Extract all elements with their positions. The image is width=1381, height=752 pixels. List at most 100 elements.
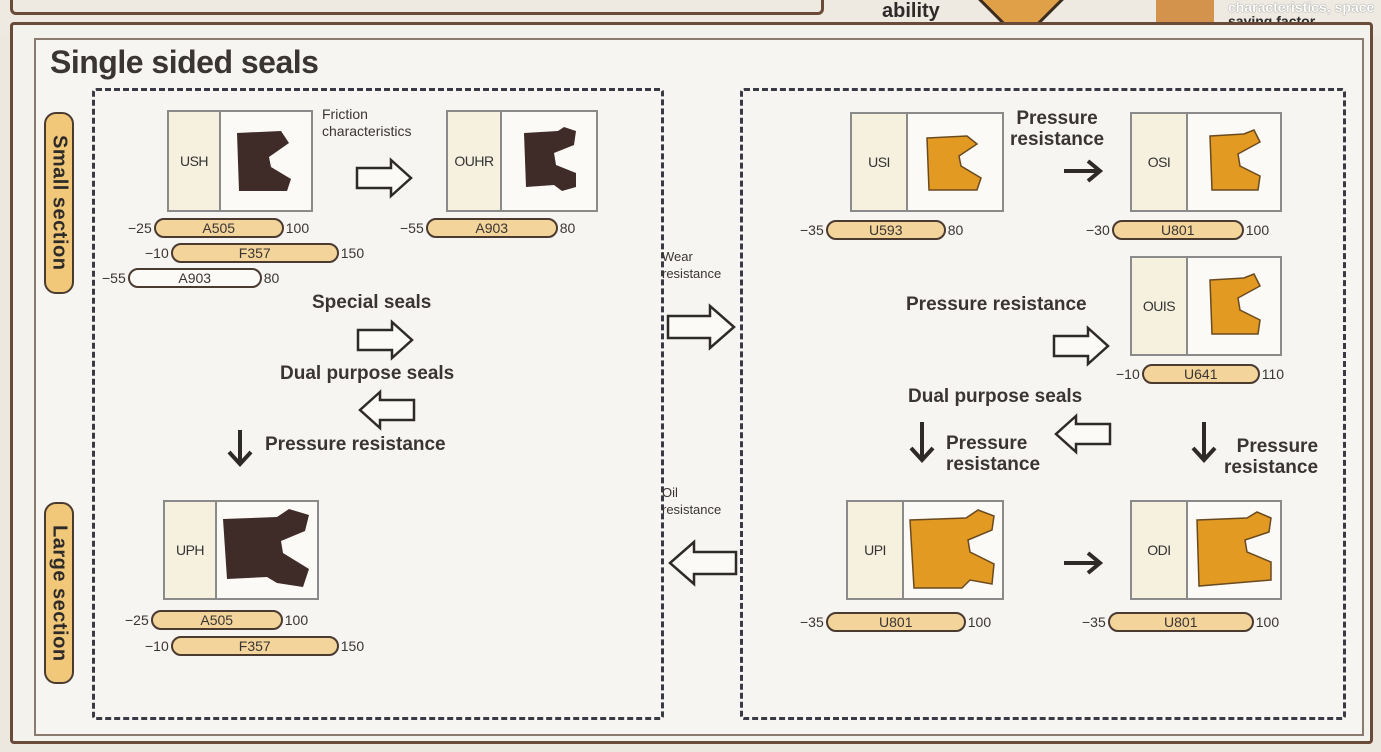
hollow-left-arrow-icon (1054, 413, 1112, 455)
temp-min: −25 (128, 220, 152, 236)
seal-code: OUHR (448, 112, 502, 210)
small-section-label: Small section (48, 135, 71, 271)
hollow-left-arrow-icon (668, 539, 738, 587)
seal-profile-icon (904, 502, 1002, 598)
pressure-resistance-label: Pressure resistance (265, 434, 446, 455)
pressure-resistance-label: Pressure resistance (906, 294, 1087, 315)
temp-min: −35 (800, 614, 824, 630)
material-pill: U593 (825, 220, 946, 240)
seal-code: USI (852, 114, 908, 210)
material-row: −25 A505 100 (125, 610, 308, 630)
pressure-resistance-label: Pressure resistance (1224, 436, 1319, 478)
seal-profile-icon (502, 112, 596, 210)
seal-card-usi: USI (850, 112, 1004, 212)
seal-card-odi: ODI (1130, 500, 1282, 600)
material-row: −55 A903 80 (400, 218, 575, 238)
temp-max: 80 (559, 220, 576, 236)
material-row: −30 U801 100 (1086, 220, 1269, 240)
temp-max: 100 (284, 612, 309, 628)
material-row: −35 U593 80 (800, 220, 963, 240)
pressure-resistance-label: Pressure resistance (946, 433, 1041, 475)
hollow-right-arrow-icon (356, 319, 414, 361)
seal-code: OUIS (1132, 258, 1188, 354)
right-arrow-icon (1064, 159, 1104, 183)
material-row: −10 F357 150 (145, 636, 364, 656)
seal-card-ouhr: OUHR (446, 110, 598, 212)
top-frame-fragment (10, 0, 824, 15)
temp-max: 80 (263, 270, 280, 286)
temp-min: −55 (102, 270, 126, 286)
hollow-left-arrow-icon (358, 389, 416, 431)
material-pill: F357 (170, 243, 339, 263)
seal-profile-icon (1188, 258, 1280, 354)
large-section-tab: Large section (44, 502, 74, 684)
dual-purpose-label: Dual purpose seals (280, 363, 455, 384)
material-pill: U801 (825, 612, 966, 632)
temp-min: −35 (1082, 614, 1106, 630)
special-seals-label: Special seals (312, 292, 432, 313)
pressure-resistance-label: Pressure resistance (1010, 108, 1105, 150)
seal-code: UPI (848, 502, 904, 598)
seal-card-uph: UPH (163, 500, 319, 600)
material-row: −10 F357 150 (145, 243, 364, 263)
material-pill: U641 (1141, 364, 1260, 384)
temp-max: 80 (947, 222, 964, 238)
temp-min: −35 (800, 222, 824, 238)
seal-profile-icon (1188, 114, 1280, 210)
temp-max: 100 (1255, 614, 1280, 630)
seal-code: USH (169, 112, 221, 210)
right-panel (740, 88, 1346, 720)
material-pill: A505 (150, 610, 283, 630)
temp-max: 100 (967, 614, 992, 630)
down-arrow-icon (909, 422, 935, 463)
large-section-label: Large section (48, 524, 71, 662)
temp-max: 150 (340, 245, 365, 261)
legend-line-1: characteristics, space (1228, 0, 1375, 15)
ability-label: ability (882, 0, 940, 22)
material-row: −35 U801 100 (1082, 612, 1279, 632)
material-row: −10 U641 110 (1116, 364, 1284, 384)
seal-profile-icon (1188, 502, 1280, 598)
material-pill: A903 (127, 268, 262, 288)
temp-min: −55 (400, 220, 424, 236)
oil-resistance-label: Oil resistance (662, 485, 722, 517)
temp-max: 100 (285, 220, 310, 236)
wear-resistance-label: Wear resistance (662, 249, 722, 281)
seal-code: OSI (1132, 114, 1188, 210)
material-pill: F357 (170, 636, 339, 656)
seal-card-ouis: OUIS (1130, 256, 1282, 356)
hollow-right-arrow-icon (355, 157, 413, 199)
dual-purpose-label: Dual purpose seals (908, 386, 1083, 407)
right-arrow-icon (1064, 551, 1104, 575)
temp-min: −30 (1086, 222, 1110, 238)
down-arrow-icon (227, 430, 253, 467)
temp-max: 100 (1245, 222, 1270, 238)
temp-min: −25 (125, 612, 149, 628)
seal-profile-icon (217, 502, 317, 598)
seal-code: UPH (165, 502, 217, 598)
seal-card-ush: USH (167, 110, 313, 212)
hollow-right-arrow-icon (1052, 325, 1110, 367)
small-section-tab: Small section (44, 112, 74, 294)
page-title: Single sided seals (50, 44, 319, 80)
left-panel (92, 88, 664, 720)
material-row: −25 A505 100 (128, 218, 309, 238)
hollow-right-arrow-icon (666, 303, 736, 351)
friction-label: Friction characteristics (322, 106, 412, 139)
temp-min: −10 (145, 638, 169, 654)
material-row: −55 A903 80 (102, 268, 279, 288)
temp-min: −10 (1116, 366, 1140, 382)
seal-profile-icon (221, 112, 311, 210)
material-pill: U801 (1111, 220, 1244, 240)
material-row: −35 U801 100 (800, 612, 991, 632)
material-pill: A903 (425, 218, 558, 238)
material-pill: U801 (1107, 612, 1254, 632)
temp-max: 150 (340, 638, 365, 654)
temp-min: −10 (145, 245, 169, 261)
seal-card-upi: UPI (846, 500, 1004, 600)
down-arrow-icon (1191, 422, 1217, 463)
seal-code: ODI (1132, 502, 1188, 598)
temp-max: 110 (1261, 366, 1285, 382)
material-pill: A505 (153, 218, 284, 238)
seal-card-osi: OSI (1130, 112, 1282, 212)
